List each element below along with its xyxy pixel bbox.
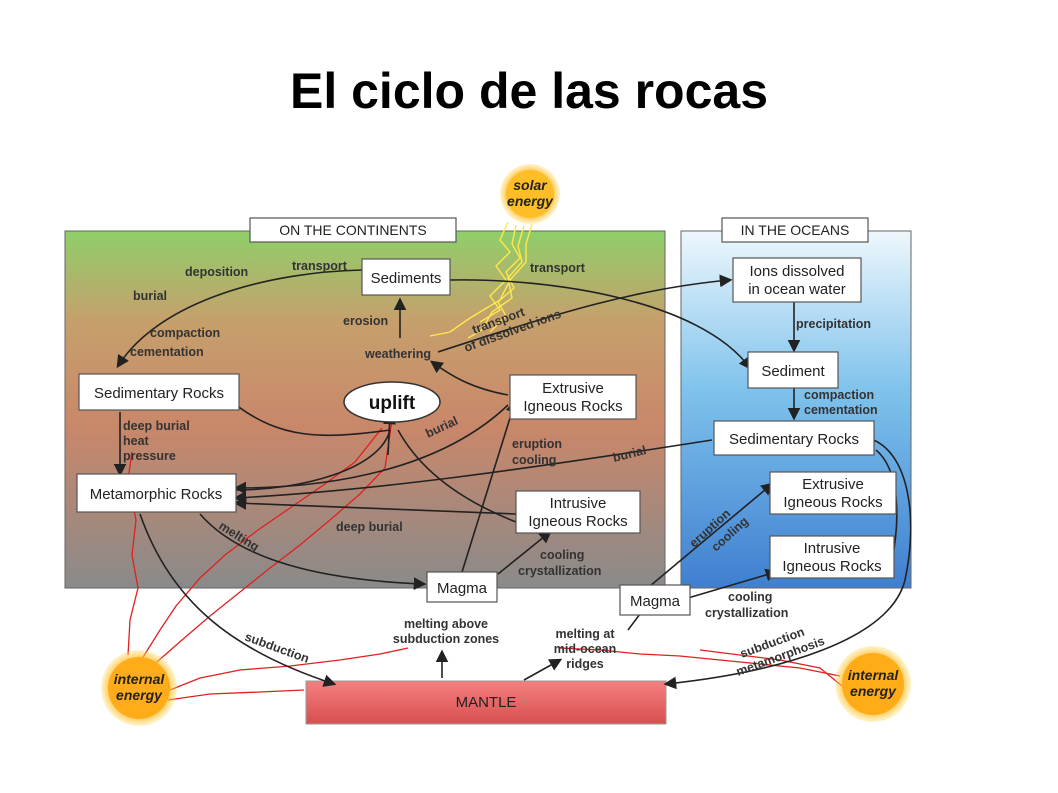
- label-melting-above: melting above: [404, 617, 488, 631]
- label-mid-ocean: mid-ocean: [554, 642, 617, 656]
- svg-text:ON THE CONTINENTS: ON THE CONTINENTS: [279, 222, 427, 238]
- svg-text:Extrusive: Extrusive: [542, 380, 604, 397]
- magma-ocean-box: Magma: [619, 584, 691, 616]
- svg-text:energy: energy: [507, 193, 554, 209]
- page-title: El ciclo de las rocas: [289, 63, 769, 119]
- label-precipitation: precipitation: [796, 317, 871, 331]
- solar-energy-icon: solar energy: [500, 164, 560, 224]
- svg-text:solar: solar: [513, 177, 548, 193]
- sedimentary-rocks-ocean-box: Sedimentary Rocks: [713, 420, 875, 456]
- label-cooling-continent-2: cooling: [540, 548, 584, 562]
- label-deposition: deposition: [185, 265, 248, 279]
- label-eruption-continent: eruption: [512, 437, 562, 451]
- label-compaction-continent: compaction: [150, 326, 220, 340]
- label-cooling-continent: cooling: [512, 453, 556, 467]
- label-deep-burial: deep burial: [336, 520, 403, 534]
- intrusive-igneous-continent-box: Intrusive Igneous Rocks: [515, 490, 641, 534]
- label-melting-at: melting at: [555, 627, 615, 641]
- sedimentary-rocks-continent-box: Sedimentary Rocks: [78, 373, 240, 411]
- svg-text:Sediment: Sediment: [761, 363, 825, 380]
- svg-text:energy: energy: [850, 683, 897, 699]
- svg-text:Intrusive: Intrusive: [550, 495, 607, 512]
- extrusive-igneous-continent-box: Extrusive Igneous Rocks: [509, 374, 637, 420]
- label-transport-right: transport: [530, 261, 586, 275]
- svg-text:Magma: Magma: [630, 593, 681, 610]
- ions-dissolved-box: Ions dissolved in ocean water: [732, 257, 862, 303]
- svg-text:internal: internal: [114, 671, 166, 687]
- label-transport-left: transport: [292, 259, 348, 273]
- extrusive-igneous-ocean-box: Extrusive Igneous Rocks: [769, 471, 897, 515]
- uplift-ellipse: uplift: [343, 381, 441, 423]
- svg-text:Ions dissolved: Ions dissolved: [749, 263, 844, 280]
- label-erosion: erosion: [343, 314, 388, 328]
- svg-text:Extrusive: Extrusive: [802, 476, 864, 493]
- internal-energy-left-icon: internal energy: [101, 650, 177, 726]
- sediments-box: Sediments: [361, 258, 451, 296]
- internal-energy-rays: [127, 419, 843, 701]
- svg-text:Sedimentary Rocks: Sedimentary Rocks: [94, 385, 224, 402]
- cycle-arrows: [113, 269, 912, 690]
- label-subduction-left: subduction: [243, 630, 311, 666]
- label-ridges: ridges: [566, 657, 604, 671]
- svg-text:Magma: Magma: [437, 580, 488, 597]
- label-burial-top: burial: [133, 289, 167, 303]
- label-weathering: weathering: [364, 347, 431, 361]
- oceans-label: IN THE OCEANS: [721, 217, 869, 243]
- svg-text:Igneous Rocks: Igneous Rocks: [528, 513, 627, 530]
- label-subduction-zones: subduction zones: [393, 632, 499, 646]
- continents-label: ON THE CONTINENTS: [249, 217, 457, 243]
- sediment-ocean-box: Sediment: [747, 351, 839, 389]
- solar-rays: [429, 221, 533, 339]
- svg-text:in ocean water: in ocean water: [748, 281, 846, 298]
- svg-text:Intrusive: Intrusive: [804, 540, 861, 557]
- svg-text:uplift: uplift: [369, 393, 416, 414]
- mantle-box: MANTLE: [305, 680, 667, 725]
- label-cooling-ocean-2: cooling: [728, 590, 772, 604]
- intrusive-igneous-ocean-box: Intrusive Igneous Rocks: [769, 535, 895, 579]
- internal-energy-right-icon: internal energy: [835, 646, 911, 722]
- svg-text:Sediments: Sediments: [371, 270, 442, 287]
- svg-text:Sedimentary Rocks: Sedimentary Rocks: [729, 431, 859, 448]
- svg-text:Igneous Rocks: Igneous Rocks: [783, 494, 882, 511]
- label-compaction-ocean: compaction: [804, 388, 874, 402]
- svg-text:internal: internal: [848, 667, 900, 683]
- label-deep-burial-heat-2: heat: [123, 434, 150, 448]
- label-deep-burial-heat-3: pressure: [123, 449, 176, 463]
- magma-continent-box: Magma: [426, 571, 498, 603]
- svg-text:MANTLE: MANTLE: [456, 694, 517, 711]
- label-crystallization-ocean: crystallization: [705, 606, 788, 620]
- label-crystallization-continent: crystallization: [518, 564, 601, 578]
- label-cementation-continent: cementation: [130, 345, 204, 359]
- label-cementation-ocean: cementation: [804, 403, 878, 417]
- svg-text:Igneous Rocks: Igneous Rocks: [523, 398, 622, 415]
- svg-text:energy: energy: [116, 687, 163, 703]
- metamorphic-rocks-box: Metamorphic Rocks: [76, 473, 237, 513]
- svg-text:Igneous Rocks: Igneous Rocks: [782, 558, 881, 575]
- svg-text:IN THE OCEANS: IN THE OCEANS: [741, 222, 850, 238]
- label-deep-burial-heat-1: deep burial: [123, 419, 190, 433]
- svg-text:Metamorphic Rocks: Metamorphic Rocks: [90, 486, 223, 503]
